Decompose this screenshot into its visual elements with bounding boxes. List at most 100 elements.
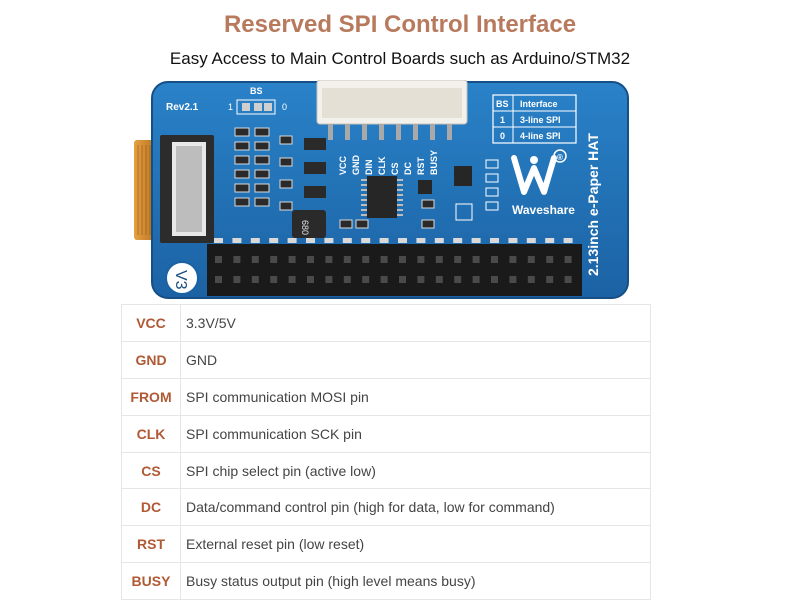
pin-description: SPI communication SCK pin xyxy=(180,414,651,453)
gpio-pad xyxy=(287,238,297,243)
board-table-bs-1: 1 xyxy=(500,115,505,125)
product-label: 2.13inch e-Paper HAT xyxy=(585,133,601,276)
table-row: CLK SPI communication SCK pin xyxy=(121,414,651,453)
table-row: FROM SPI communication MOSI pin xyxy=(121,377,651,416)
gpio-pin xyxy=(325,256,333,263)
gpio-pad xyxy=(563,238,573,243)
gpio-pin xyxy=(380,256,388,263)
gpio-pad xyxy=(526,238,536,243)
pin-name: BUSY xyxy=(121,562,181,600)
page-subtitle: Easy Access to Main Control Boards such … xyxy=(169,49,631,68)
pin-description: SPI chip select pin (active low) xyxy=(180,451,651,490)
gpio-pin xyxy=(307,256,314,263)
bs-label: BS xyxy=(250,86,263,96)
gpio-pad xyxy=(306,238,315,243)
gpio-pin xyxy=(325,276,333,283)
page-title: Reserved SPI Control Interface xyxy=(223,11,577,38)
gpio-pin xyxy=(270,256,278,263)
connector-pins xyxy=(328,124,452,140)
gpio-pin xyxy=(215,256,222,263)
gpio-pin xyxy=(564,276,572,283)
gpio-pad xyxy=(214,238,223,243)
gpio-pad xyxy=(490,238,499,243)
pin-description: SPI communication MOSI pin xyxy=(180,377,651,416)
registered-mark: ® xyxy=(557,153,563,162)
pin-name: VCC xyxy=(121,304,181,342)
gpio-pin xyxy=(417,276,425,283)
pin-name: RST xyxy=(121,525,181,564)
gpio-pad xyxy=(250,238,260,243)
pin-description: 3.3V/5V xyxy=(180,304,651,342)
gpio-pin xyxy=(307,276,314,283)
epaper-hat-board: Rev2.1 BS 1 0 VCC GND DIN CLK CS DC RST … xyxy=(132,79,632,302)
gpio-pin xyxy=(399,276,406,283)
header-pin-rst: RST xyxy=(416,156,426,175)
inductor-label: 680 xyxy=(300,220,310,235)
table-row: RST External reset pin (low reset) xyxy=(121,525,651,564)
gpio-pin xyxy=(417,256,425,263)
gpio-pin xyxy=(362,276,370,283)
gpio-pin xyxy=(288,276,296,283)
gpio-pin xyxy=(251,256,259,263)
header-pin-gnd: GND xyxy=(351,155,361,176)
board-interface-table: BS Interface 1 3-line SPI 0 4-line SPI xyxy=(492,94,577,144)
inductor xyxy=(292,210,326,238)
gpio-pin xyxy=(472,276,480,283)
gpio-header xyxy=(207,244,582,296)
version-label: V3 xyxy=(172,270,189,290)
header-pin-vcc: VCC xyxy=(338,155,348,175)
gpio-pin xyxy=(362,256,370,263)
brand-label: Waveshare xyxy=(512,203,575,217)
gpio-pin xyxy=(454,276,462,283)
gpio-pin xyxy=(233,256,241,263)
gpio-pad xyxy=(545,238,555,243)
gpio-pin xyxy=(288,256,296,263)
gpio-pin xyxy=(343,276,351,283)
pin-name: FROM xyxy=(121,377,181,416)
pin-description: External reset pin (low reset) xyxy=(180,525,651,564)
gpio-pin xyxy=(546,256,554,263)
board-table-header-bs: BS xyxy=(496,99,509,109)
gpio-pin xyxy=(380,276,388,283)
pin-name: CS xyxy=(121,451,181,490)
gpio-header-pins xyxy=(215,256,572,283)
pin-description: Busy status output pin (high level means… xyxy=(180,562,651,600)
table-row: CS SPI chip select pin (active low) xyxy=(121,451,651,490)
pin-description-table: VCC 3.3V/5V GND GND FROM SPI communicati… xyxy=(121,304,651,600)
transistor xyxy=(454,166,472,186)
gpio-pin xyxy=(399,256,406,263)
board-table-iface-1: 3-line SPI xyxy=(520,115,561,125)
gpio-pin xyxy=(270,276,278,283)
passive-components xyxy=(234,127,435,229)
board-illustration: Rev2.1 BS 1 0 VCC GND DIN CLK CS DC RST … xyxy=(134,79,629,299)
gpio-pin xyxy=(454,256,462,263)
gpio-pin xyxy=(251,276,259,283)
table-row: BUSY Busy status output pin (high level … xyxy=(121,562,651,600)
table-row: GND GND xyxy=(121,340,651,379)
gpio-pin xyxy=(491,256,498,263)
version-badge xyxy=(165,261,199,295)
gpio-pad xyxy=(416,238,426,243)
gpio-solder-pads xyxy=(214,238,573,243)
table-row: VCC 3.3V/5V xyxy=(121,304,651,342)
gpio-pad xyxy=(434,238,444,243)
gpio-pin xyxy=(472,256,480,263)
board-table-iface-0: 4-line SPI xyxy=(520,131,561,141)
gpio-pin xyxy=(509,256,517,263)
gpio-pin xyxy=(491,276,498,283)
header-pin-cs: CS xyxy=(390,162,400,175)
ic-legs xyxy=(361,179,403,216)
gpio-pad xyxy=(232,238,242,243)
gpio-pad xyxy=(379,238,389,243)
gpio-pad xyxy=(398,238,407,243)
gpio-pin xyxy=(527,276,535,283)
gpio-pad xyxy=(508,238,518,243)
header-pin-dc: DC xyxy=(403,162,413,175)
rev-label: Rev2.1 xyxy=(166,102,199,113)
gpio-pin xyxy=(435,256,443,263)
gpio-pin xyxy=(233,276,241,283)
pin-name: GND xyxy=(121,340,181,379)
main-ic xyxy=(367,176,397,218)
gpio-pin xyxy=(564,256,572,263)
gpio-pad xyxy=(269,238,279,243)
